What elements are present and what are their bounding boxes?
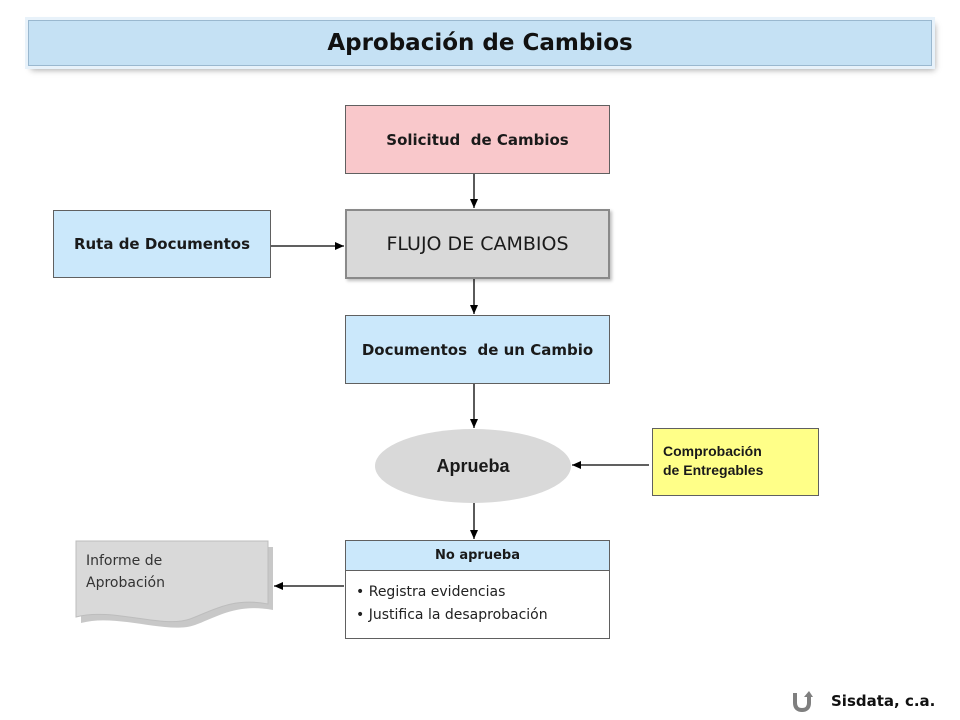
comprobacion-line1: Comprobación	[663, 443, 762, 459]
no-aprueba-list: Registra evidencias Justifica la desapro…	[346, 581, 609, 627]
solicitud-label: Solicitud de Cambios	[386, 130, 569, 149]
list-item: Registra evidencias	[356, 581, 609, 604]
company-name: Sisdata, c.a.	[831, 692, 936, 710]
aprueba-label: Aprueba	[436, 455, 510, 476]
documentos-label: Documentos de un Cambio	[361, 340, 594, 359]
documentos-box: Documentos de un Cambio	[345, 315, 610, 384]
ruta-box: Ruta de Documentos	[53, 210, 271, 278]
informe-line1: Informe de	[86, 553, 163, 569]
no-aprueba-title: No aprueba	[435, 548, 520, 563]
flujo-box: FLUJO DE CAMBIOS	[345, 209, 610, 279]
page-title: Aprobación de Cambios	[327, 30, 633, 56]
list-item: Justifica la desaprobación	[356, 604, 609, 627]
flujo-label: FLUJO DE CAMBIOS	[386, 233, 569, 255]
comprobacion-line2: de Entregables	[663, 462, 764, 478]
comprobacion-box: Comprobación de Entregables	[652, 428, 819, 496]
return-arrow-icon[interactable]	[791, 690, 813, 712]
informe-document-shape	[75, 540, 273, 628]
title-bar: Aprobación de Cambios	[28, 20, 932, 66]
informe-line2: Aprobación	[86, 575, 165, 591]
informe-text: Informe de Aprobación	[86, 550, 236, 594]
solicitud-box: Solicitud de Cambios	[345, 105, 610, 174]
no-aprueba-header: No aprueba	[346, 541, 609, 571]
ruta-label: Ruta de Documentos	[73, 235, 251, 253]
no-aprueba-box: No aprueba Registra evidencias Justifica…	[345, 540, 610, 639]
aprueba-decision: Aprueba	[375, 429, 571, 503]
